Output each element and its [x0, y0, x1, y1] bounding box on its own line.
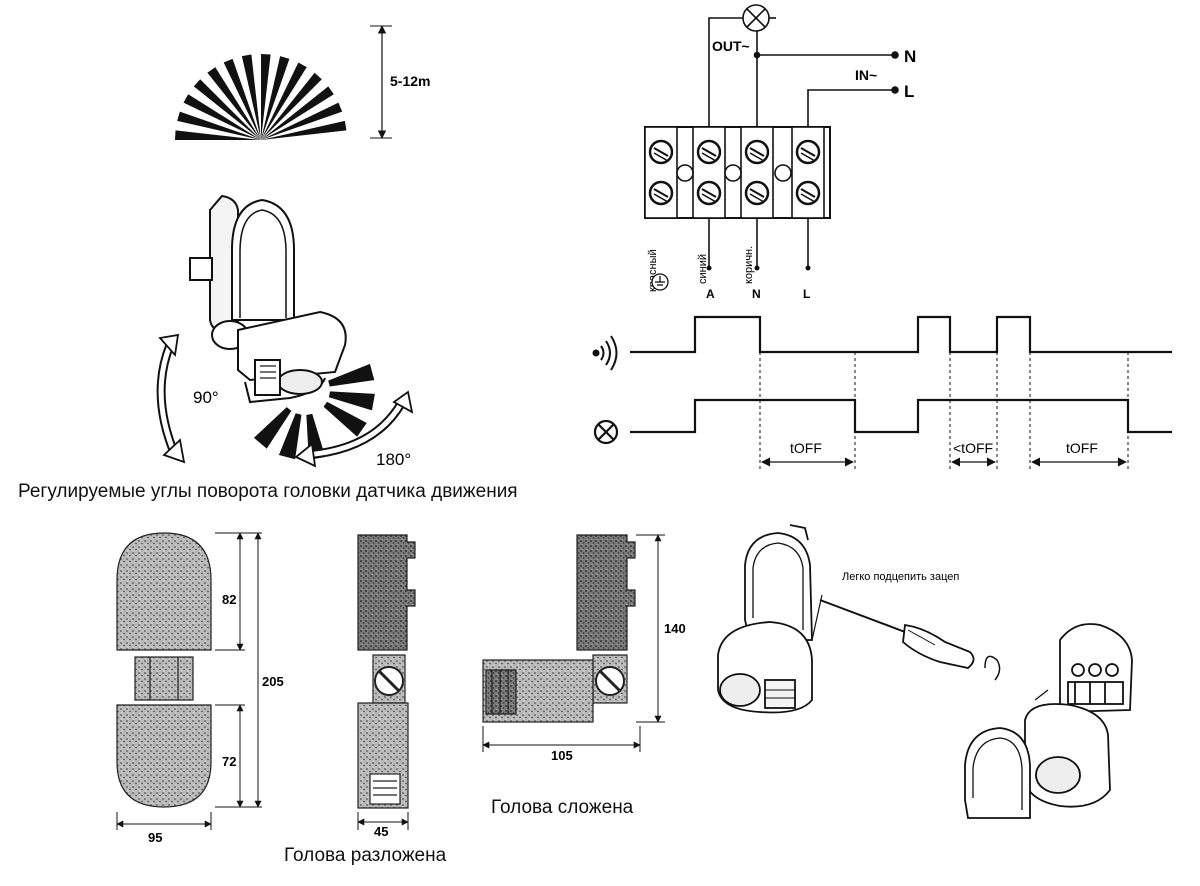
screw-slot [800, 188, 816, 198]
beam-ray [323, 401, 367, 437]
terminal-block [644, 126, 831, 271]
wire-terminal-label: A [706, 287, 715, 301]
front-view-dimensions [116, 532, 262, 830]
out-label: OUT~ [712, 38, 750, 54]
fan-wedge [177, 111, 261, 140]
dim-folded-105: 105 [551, 748, 573, 763]
side-view-drawing [357, 534, 416, 809]
fan-wedge [223, 58, 261, 140]
fan-wedge [261, 56, 290, 140]
side-view-dimensions [357, 812, 409, 830]
screw-slot [749, 147, 765, 157]
wire-name-label: коричн. [743, 246, 755, 284]
n-terminal-label: N [904, 47, 916, 66]
folded-caption: Голова сложена [491, 797, 634, 818]
screw-slot [701, 152, 717, 162]
angle-180-label: 180° [376, 450, 411, 469]
front-view-drawing [116, 532, 212, 808]
fan-wedge [193, 79, 261, 140]
motion-signal-icon [592, 335, 618, 371]
screw-slot [749, 152, 765, 162]
screw-slot [653, 188, 669, 198]
housing-opening-illustration [717, 524, 1133, 819]
rotation-caption: Регулируемые углы поворота головки датчи… [18, 481, 518, 502]
terminal-hole [676, 164, 694, 182]
beam-ray [328, 363, 375, 387]
screw-slot [749, 193, 765, 203]
fan-wedge [261, 86, 334, 140]
screw-slot [653, 152, 669, 162]
horizontal-rotation-arrow: 180° [294, 390, 414, 469]
lamp-state-trace [630, 398, 1172, 434]
dim-side-45: 45 [374, 824, 388, 839]
unfolded-caption: Голова разложена [284, 845, 447, 866]
fan-wedge [241, 54, 261, 140]
toff-label-2: <tOFF [953, 440, 993, 456]
beam-ray [328, 391, 375, 411]
dim-folded-140: 140 [664, 621, 686, 636]
fan-wedge [175, 130, 261, 140]
screw-slot [701, 193, 717, 203]
hook-hint-label: Легко подцепить зацеп [842, 571, 959, 583]
screw-slot [701, 147, 717, 157]
folded-view-dimensions [482, 534, 665, 752]
folded-view-drawing [482, 534, 636, 723]
toff-label-1: tOFF [790, 440, 822, 456]
fan-wedge [261, 62, 307, 140]
fan-wedge [207, 67, 261, 140]
dim-top-82: 82 [222, 592, 236, 607]
screw-slot [653, 147, 669, 157]
screw-slot [800, 152, 816, 162]
terminal-hole [774, 164, 792, 182]
toff-label-3: tOFF [1066, 440, 1098, 456]
beam-ray [253, 407, 292, 449]
detection-fan [175, 54, 347, 140]
fan-wedge [261, 54, 271, 140]
fan-wedge [261, 120, 347, 140]
wire-end [706, 265, 712, 271]
wire-terminal-label: L [803, 287, 810, 301]
wire-name-label: синий [697, 254, 709, 284]
screw-slot [701, 188, 717, 198]
wire-end [805, 265, 811, 271]
wire-end [754, 265, 760, 271]
terminal-hole [724, 164, 742, 182]
fan-wedge [183, 94, 261, 140]
l-terminal-label: L [904, 82, 914, 101]
screw-slot [800, 193, 816, 203]
vertical-rotation-arrow: 90° [156, 333, 219, 464]
ground-icon [651, 273, 669, 291]
fan-wedge [261, 72, 322, 140]
screw-slot [800, 147, 816, 157]
screw-slot [749, 188, 765, 198]
in-label: IN~ [855, 67, 877, 83]
range-dimension: 5-12m [370, 25, 430, 139]
wiring-diagram [708, 4, 899, 130]
sensor-rotation-illustration [189, 194, 347, 404]
lamp-state-icon [593, 419, 619, 445]
beam-ray [278, 413, 302, 460]
motion-signal-trace [630, 315, 1172, 354]
sensor-beam-rays [253, 363, 375, 460]
range-label: 5-12m [390, 73, 430, 89]
dim-total-205: 205 [262, 674, 284, 689]
fan-wedge [261, 102, 343, 140]
wire-terminal-label: N [752, 287, 761, 301]
dim-bottom-72: 72 [222, 754, 236, 769]
timing-diagram: tOFF <tOFF tOFF [592, 315, 1172, 470]
dim-width-95: 95 [148, 830, 162, 845]
screw-slot [653, 193, 669, 203]
angle-90-label: 90° [193, 388, 219, 407]
